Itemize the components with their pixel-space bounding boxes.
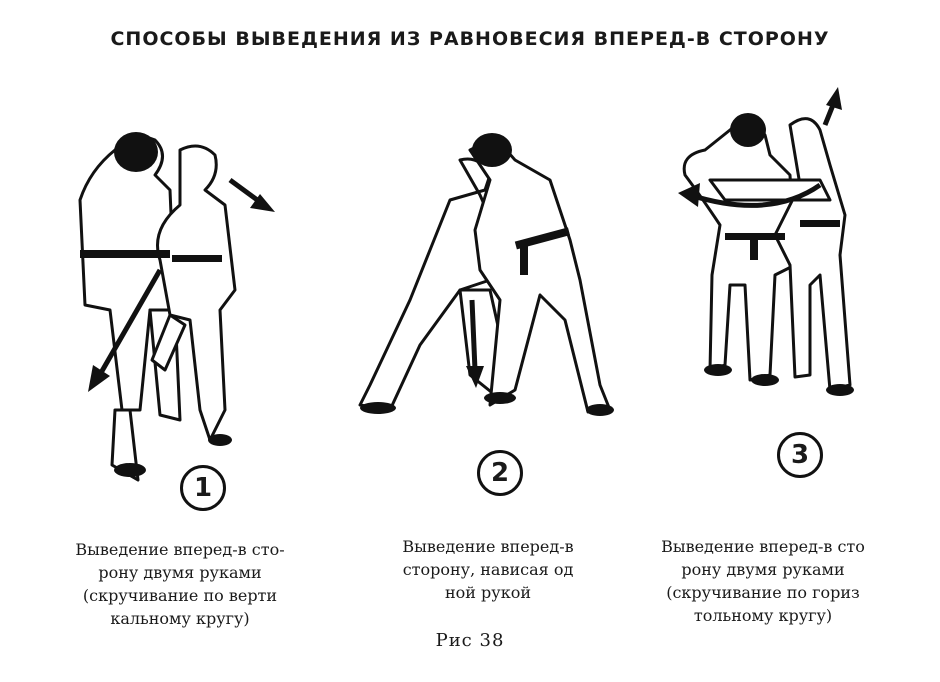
figure-1-caption: Выведение вперед-в сто- рону двумя рукам… xyxy=(46,538,314,630)
figure-2-caption-line: Выведение вперед-в xyxy=(402,537,574,556)
figure-2-number: 2 xyxy=(490,458,510,488)
figure-1-number: 1 xyxy=(193,473,213,503)
figure-3-number-badge: 3 xyxy=(777,432,823,478)
figure-2-caption: Выведение вперед-в сторону, нависая од н… xyxy=(370,535,606,604)
figure-1-caption-line: Выведение вперед-в сто- xyxy=(75,540,285,559)
figure-3-caption-line: тольному кругу) xyxy=(693,606,833,625)
figure-1-caption-line: кальному кругу) xyxy=(110,609,250,628)
figure-2-caption-line: сторону, нависая од xyxy=(402,560,574,579)
figure-3-number: 3 xyxy=(790,440,810,470)
figure-1-illustration xyxy=(78,132,275,482)
figure-3-caption-line: (скручивание по гориз xyxy=(666,583,860,602)
figure-1-caption-line: рону двумя руками xyxy=(98,563,262,582)
figure-2-caption-line: ной рукой xyxy=(445,583,531,602)
figure-3-illustration xyxy=(678,87,854,396)
figure-2-illustration xyxy=(358,133,614,416)
figure-1-number-badge: 1 xyxy=(180,465,226,511)
figure-label: Рис 38 xyxy=(435,630,505,651)
figure-3-caption-line: рону двумя руками xyxy=(681,560,845,579)
figure-2-number-badge: 2 xyxy=(477,450,523,496)
page-title: СПОСОБЫ ВЫВЕДЕНИЯ ИЗ РАВНОВЕСИЯ ВПЕРЕД-В… xyxy=(110,28,830,50)
figure-3-caption: Выведение вперед-в сто рону двумя руками… xyxy=(628,535,898,627)
figure-3-caption-line: Выведение вперед-в сто xyxy=(661,537,865,556)
figure-1-caption-line: (скручивание по верти xyxy=(82,586,278,605)
